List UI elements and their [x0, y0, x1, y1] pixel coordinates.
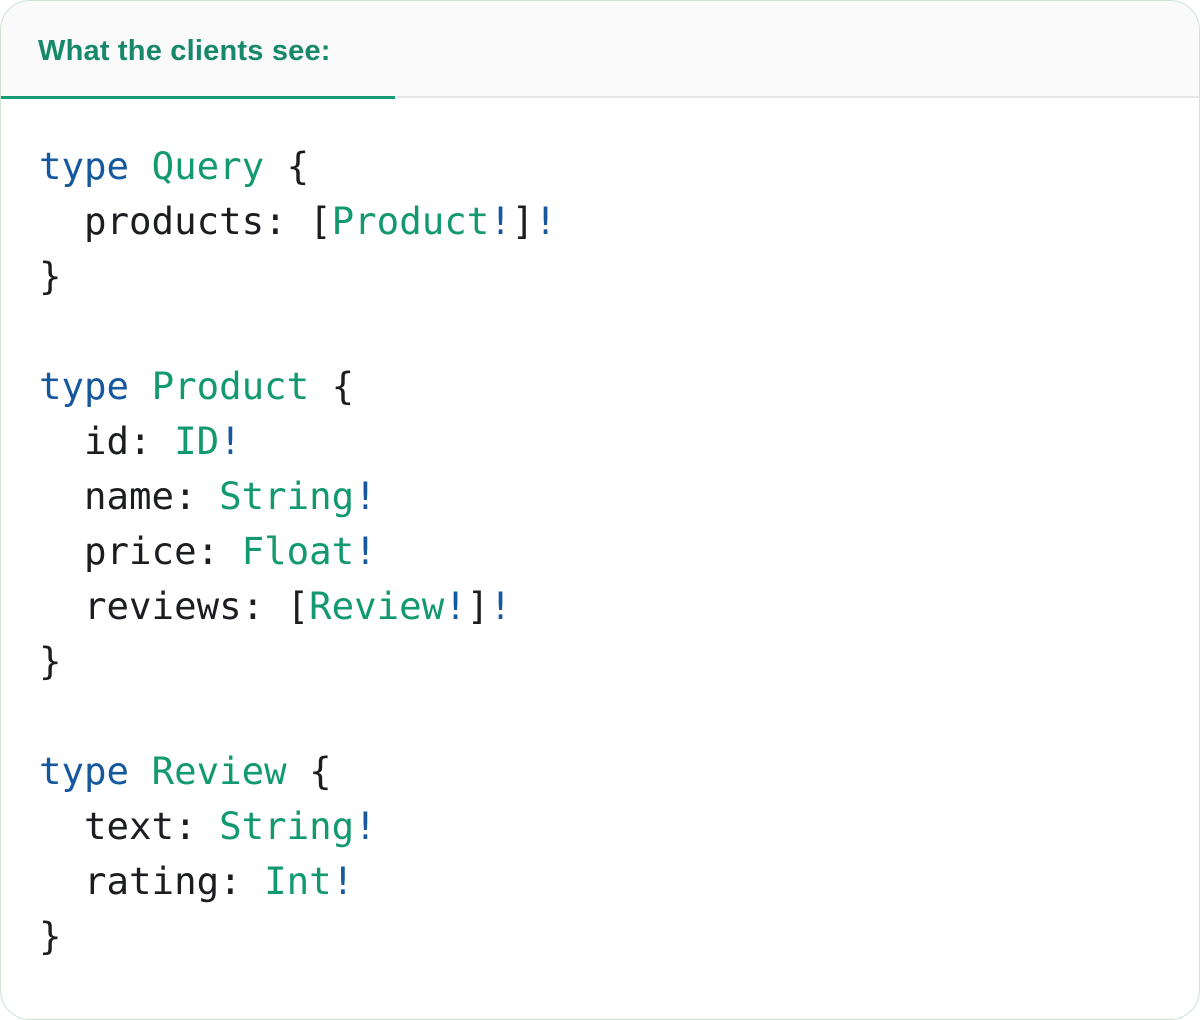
code-token-type: Review [151, 749, 287, 793]
code-token-plain: { [309, 364, 355, 408]
code-token-kw: ! [444, 584, 467, 628]
code-token-plain: { [286, 749, 332, 793]
code-line: reviews: [Review!]! [39, 579, 1199, 634]
code-token-type: Query [151, 144, 265, 188]
code-line: type Query { [39, 139, 1199, 194]
tab-bar-divider [1, 96, 1199, 98]
code-token-kw: ! [354, 804, 377, 848]
code-line: type Product { [39, 359, 1199, 414]
code-token-plain: text: [39, 804, 220, 848]
code-token-kw: type [39, 144, 130, 188]
code-token-plain: products: [ [39, 199, 332, 243]
code-token-kw: ! [354, 474, 377, 518]
code-token-type: Int [264, 859, 332, 903]
code-token-kw: ! [331, 859, 355, 903]
code-token-kw: type [39, 749, 130, 793]
code-token-kw: ! [534, 199, 557, 243]
code-area: type Query { products: [Product!]!} type… [1, 96, 1199, 964]
code-line [39, 304, 1199, 359]
code-token-plain [129, 749, 152, 793]
code-line: text: String! [39, 799, 1199, 854]
code-token-plain [129, 144, 152, 188]
code-token-plain: price: [39, 529, 242, 573]
tab-label: What the clients see: [38, 35, 331, 67]
code-token-type: Review [309, 584, 445, 628]
code-token-type: Product [331, 199, 490, 243]
tab-what-clients-see[interactable]: What the clients see: [1, 1, 395, 99]
code-token-plain: } [39, 914, 62, 958]
code-token-plain: reviews: [ [39, 584, 310, 628]
code-token-kw: ! [489, 584, 512, 628]
code-token-type: String [219, 804, 355, 848]
code-token-type: Product [151, 364, 310, 408]
code-line: price: Float! [39, 524, 1199, 579]
code-token-kw: ! [354, 529, 377, 573]
code-token-plain: ] [511, 199, 535, 243]
code-line: rating: Int! [39, 854, 1199, 909]
code-token-type: ID [174, 419, 220, 463]
code-token-kw: ! [489, 199, 512, 243]
code-token-plain: } [39, 254, 62, 298]
code-token-kw: ! [219, 419, 242, 463]
code-line: id: ID! [39, 414, 1199, 469]
code-line: products: [Product!]! [39, 194, 1199, 249]
code-token-type: Float [241, 529, 355, 573]
code-line: name: String! [39, 469, 1199, 524]
code-token-plain: ] [466, 584, 490, 628]
schema-code: type Query { products: [Product!]!} type… [39, 139, 1199, 964]
code-line: } [39, 249, 1199, 304]
code-token-plain: id: [39, 419, 175, 463]
code-line: type Review { [39, 744, 1199, 799]
code-token-kw: type [39, 364, 130, 408]
code-token-plain: rating: [39, 859, 265, 903]
code-token-plain: name: [39, 474, 220, 518]
code-token-plain: { [264, 144, 310, 188]
tab-bar: What the clients see: [1, 1, 1199, 99]
code-token-plain [129, 364, 152, 408]
code-line: } [39, 634, 1199, 689]
code-token-type: String [219, 474, 355, 518]
code-line [39, 689, 1199, 744]
code-token-plain: } [39, 639, 62, 683]
code-line: } [39, 909, 1199, 964]
